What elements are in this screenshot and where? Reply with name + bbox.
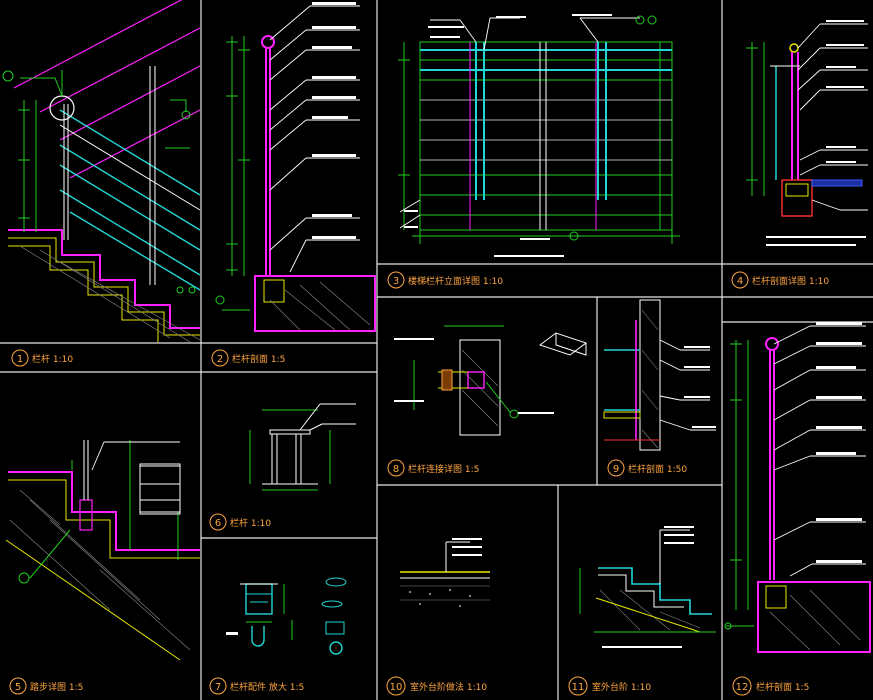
panel-4-drawing [746, 20, 868, 246]
svg-text:栏杆连接详图 1:5: 栏杆连接详图 1:5 [408, 463, 479, 475]
svg-text:5: 5 [15, 682, 21, 693]
panel-12-title: 12 栏杆剖面 1:5 [732, 676, 809, 696]
panel-7-drawing [226, 577, 347, 655]
svg-text:8: 8 [393, 464, 399, 475]
panel-5-title: 5 踏步详图 1:5 [9, 677, 83, 695]
svg-text:栏杆剖面 1:5: 栏杆剖面 1:5 [756, 681, 809, 693]
svg-text:踏步详图 1:5: 踏步详图 1:5 [30, 681, 83, 693]
panel-1-title: 1 栏杆 1:10 [11, 349, 73, 367]
svg-text:3: 3 [393, 276, 399, 287]
panel-3-drawing [398, 14, 680, 257]
svg-text:10: 10 [390, 682, 403, 693]
panel-1-drawing [2, 0, 201, 343]
panel-8-drawing [394, 325, 588, 436]
svg-text:楼梯栏杆立面详图 1:10: 楼梯栏杆立面详图 1:10 [408, 275, 503, 287]
panel-6-drawing [249, 403, 356, 491]
panel-5-drawing [5, 440, 200, 661]
svg-text:9: 9 [613, 464, 619, 475]
svg-text:栏杆剖面 1:50: 栏杆剖面 1:50 [628, 463, 687, 475]
svg-text:室外台阶 1:10: 室外台阶 1:10 [592, 681, 651, 693]
panel-9-title: 9 栏杆剖面 1:50 [607, 459, 687, 477]
panel-10-title: 10 室外台阶做法 1:10 [386, 676, 487, 696]
panel-10-drawing [400, 538, 490, 607]
panel-3-title: 3 楼梯栏杆立面详图 1:10 [387, 271, 503, 289]
svg-text:栏杆 1:10: 栏杆 1:10 [230, 517, 271, 529]
svg-text:1: 1 [17, 354, 23, 365]
svg-text:室外台阶做法 1:10: 室外台阶做法 1:10 [410, 681, 487, 693]
svg-text:栏杆剖面 1:5: 栏杆剖面 1:5 [232, 353, 285, 365]
panel-12-drawing [724, 322, 871, 653]
svg-text:2: 2 [217, 354, 223, 365]
panel-6-title: 6 栏杆 1:10 [209, 513, 271, 531]
panel-titles: 1 栏杆 1:10 2 栏杆剖面 1:5 3 楼梯栏杆立面详图 1:10 4 栏… [9, 271, 829, 696]
svg-text:栏杆配件 放大 1:5: 栏杆配件 放大 1:5 [230, 681, 304, 693]
panel-8-title: 8 栏杆连接详图 1:5 [387, 459, 479, 477]
panel-7-title: 7 栏杆配件 放大 1:5 [209, 677, 304, 695]
svg-text:7: 7 [215, 682, 221, 693]
svg-text:6: 6 [215, 518, 221, 529]
svg-text:4: 4 [737, 276, 743, 287]
svg-text:11: 11 [572, 682, 585, 693]
svg-text:栏杆剖面详图 1:10: 栏杆剖面详图 1:10 [752, 275, 829, 287]
panel-2-title: 2 栏杆剖面 1:5 [211, 349, 285, 367]
svg-text:12: 12 [736, 682, 749, 693]
panel-11-drawing [579, 526, 716, 648]
panel-11-title: 11 室外台阶 1:10 [568, 676, 651, 696]
panel-9-drawing [603, 299, 716, 451]
panel-4-title: 4 栏杆剖面详图 1:10 [731, 271, 829, 289]
panel-2-drawing [215, 2, 376, 332]
svg-text:栏杆 1:10: 栏杆 1:10 [32, 353, 73, 365]
